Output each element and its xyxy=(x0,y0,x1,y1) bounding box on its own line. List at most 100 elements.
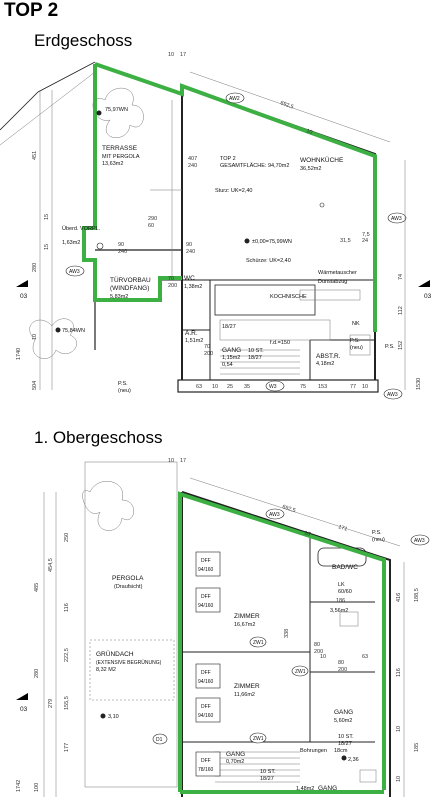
section-marker-right-icon xyxy=(418,280,430,287)
svg-text:AW3: AW3 xyxy=(387,392,398,398)
tag-aw3: AW3 xyxy=(387,212,407,224)
upper-dim-485: 485 xyxy=(34,583,40,592)
bohrungen-label: Bohrungen xyxy=(300,748,327,754)
ground-floor-title: Erdgeschoss xyxy=(34,31,133,50)
roof-edge-line xyxy=(0,61,96,131)
ps-sub: (neu) xyxy=(350,345,363,351)
hood-label: Dunstabzug xyxy=(318,279,347,285)
upper-dim-454: 454,5 xyxy=(48,558,54,572)
dim-90b: 90 xyxy=(186,242,192,248)
svg-text:AW2: AW2 xyxy=(229,96,240,102)
gang-mid-name: GANG xyxy=(334,709,353,716)
top-name: TOP 2 xyxy=(220,156,236,162)
dim-504: 504 xyxy=(32,381,38,390)
ground-stairs xyxy=(220,349,300,375)
top-boundary-lower xyxy=(82,64,182,302)
top-dim-line xyxy=(189,71,391,143)
svg-text:94/160: 94/160 xyxy=(198,603,214,609)
window-4: DFF 94/160 xyxy=(195,697,221,723)
level-floor-icon xyxy=(244,238,250,244)
vorplatz-name: Überd. VORPL. xyxy=(62,225,101,232)
upper-dim-10d: 10 xyxy=(396,776,402,782)
section-marker-left-icon xyxy=(16,280,28,287)
window-2: DFF 94/160 xyxy=(195,587,221,613)
upper-dim-1742: 1742 xyxy=(16,780,22,792)
dim-10c: 10 xyxy=(212,384,218,390)
gruendach-name: GRÜNDACH xyxy=(96,650,134,658)
dim-1740: 1740 xyxy=(16,348,22,360)
zimmer1-name: ZIMMER xyxy=(234,613,260,620)
dim-1530: 1530 xyxy=(416,378,422,390)
dim-25: 25 xyxy=(227,384,233,390)
upper-section: 03 xyxy=(20,706,28,713)
dim-240c: 240 xyxy=(186,249,195,255)
dim-top-overall: 692,5 xyxy=(279,100,294,110)
nk-sink xyxy=(349,334,371,356)
lk-size: 60/60 xyxy=(338,589,352,595)
ground-floor-plan: 692,5 10 17 AW2 AW3 AW3 W3 AW3 TERRASSE … xyxy=(0,52,432,400)
dim-153: 153 xyxy=(318,384,327,390)
level-236-icon xyxy=(341,755,347,761)
upper-dim-250: 250 xyxy=(64,533,70,542)
upper-ps: P.S. xyxy=(372,530,382,536)
pergola-outline xyxy=(84,461,178,788)
upper-tag-zw1b: ZW1 xyxy=(291,665,309,677)
lk-name: LK xyxy=(338,582,345,588)
svg-text:DFF: DFF xyxy=(201,594,211,600)
gang-name: GANG xyxy=(222,347,241,354)
window-5: DFF 78/160 xyxy=(195,751,221,777)
nk-label: NK xyxy=(352,321,360,327)
upper-stairs xyxy=(215,751,300,783)
upper-section-marker-icon xyxy=(16,693,28,700)
abst-area: 4,18m2 xyxy=(316,361,334,367)
svg-text:ZW1: ZW1 xyxy=(253,736,264,742)
level-floor: ±0,00=75,99WN xyxy=(252,239,292,245)
kochnische-label: KOCHNISCHE xyxy=(270,294,307,300)
upper-dim-185: 185 xyxy=(414,743,420,752)
upper-dim-top-overall: 692,5 xyxy=(281,504,296,514)
upper-ps-sub: (neu) xyxy=(372,537,385,543)
level-ground: 75,84WN xyxy=(62,328,85,334)
dim-200a: 200 xyxy=(168,283,177,289)
upper-dim-222: 222,5 xyxy=(64,648,70,662)
dim-290: 290 xyxy=(148,216,157,222)
dim-17: 17 xyxy=(180,52,186,58)
svg-text:AW3: AW3 xyxy=(414,538,425,544)
top-boundary-upper xyxy=(94,62,377,332)
gruendach-sub: (EXTENSIVE BEGRÜNUNG) xyxy=(96,659,162,666)
windfang-sub: (WINDFANG) xyxy=(110,285,149,292)
upper-dim-188: 188,5 xyxy=(414,588,420,602)
upper-stair-ratio2: 18/27 xyxy=(338,741,352,747)
upper-stair-ratio: 18/27 xyxy=(260,776,274,782)
upper-dim-80b: 80 xyxy=(338,660,344,666)
kitchen-area: 36,52m2 xyxy=(300,166,321,172)
dim-315: 31,5 xyxy=(340,238,351,244)
upper-sink xyxy=(359,769,377,783)
value-236: 2,36 xyxy=(348,757,359,763)
dim-112: 112 xyxy=(398,306,404,315)
kitchen-name: WOHNKÜCHE xyxy=(300,156,344,164)
ceiling-light-icon xyxy=(319,202,325,208)
svg-text:78/160: 78/160 xyxy=(198,767,214,773)
terrace-sub: MIT PERGOLA xyxy=(102,154,140,160)
svg-text:94/160: 94/160 xyxy=(198,567,214,573)
upper-dim-100: 100 xyxy=(34,783,40,792)
stair-ratio: 18/27 xyxy=(248,355,262,361)
svg-text:DFF: DFF xyxy=(201,704,211,710)
upper-exterior-wall xyxy=(181,491,391,797)
dim-74: 74 xyxy=(398,274,404,280)
upper-tag-zw1c: ZW1 xyxy=(249,732,267,744)
roof-edge-line-inner xyxy=(0,71,96,146)
dim-70b: 70 xyxy=(204,344,210,350)
dim-90a: 90 xyxy=(118,242,124,248)
gang-area: 1,15m2 xyxy=(222,355,240,361)
gang-right-name: GANG xyxy=(318,785,337,792)
upper-stairs2: 10 ST. xyxy=(338,734,354,740)
level-ground-icon xyxy=(55,327,61,333)
upper-dim-280: 280 xyxy=(34,669,40,678)
top-total: GESAMTFLÄCHE: 94,70m2 xyxy=(220,162,289,169)
dim-240b: 240 xyxy=(118,249,127,255)
dim-77: 77 xyxy=(350,384,356,390)
ar-name: A.R. xyxy=(185,330,198,337)
abst-name: ABST.R. xyxy=(316,353,341,360)
